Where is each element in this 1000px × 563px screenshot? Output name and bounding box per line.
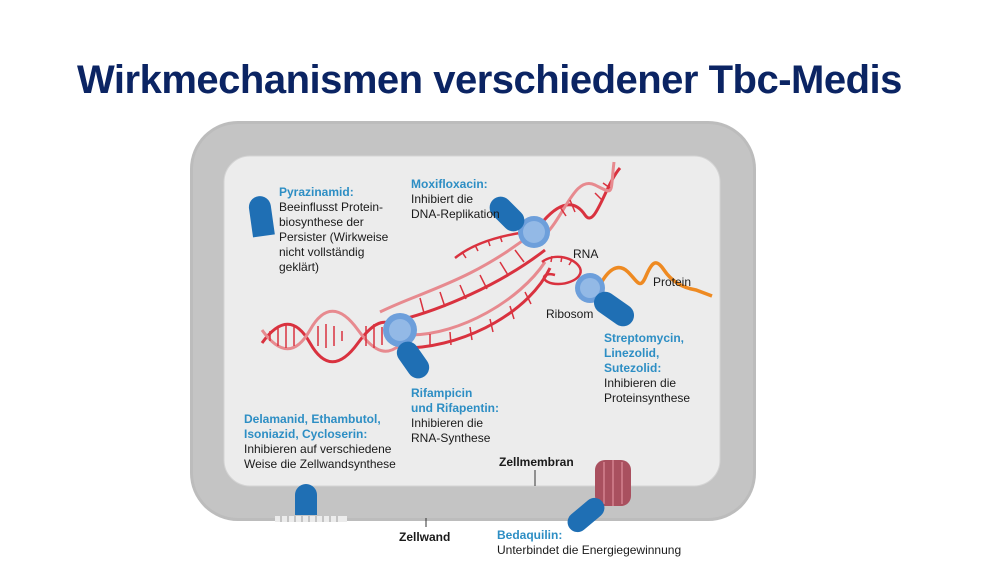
rna-label: RNA bbox=[573, 247, 599, 261]
capsule-icon bbox=[593, 291, 635, 327]
delamanid-label: Delamanid, Ethambutol, Isoniazid, Cyclos… bbox=[244, 412, 396, 472]
label-line: Inhibiert die bbox=[411, 192, 474, 206]
drug-name: Rifampicin bbox=[411, 386, 473, 400]
pyrazinamid-label: Pyrazinamid: Beeinflusst Protein- biosyn… bbox=[279, 185, 388, 275]
drug-name: Bedaquilin: bbox=[497, 528, 563, 542]
rifampicin-label: Rifampicin und Rifapentin: Inhibieren di… bbox=[411, 386, 499, 446]
label-line: Unterbindet die Energiegewinnung bbox=[497, 543, 682, 557]
label-line: Beeinflusst Protein- bbox=[279, 200, 384, 214]
label-line: Proteinsynthese bbox=[604, 391, 691, 405]
atp-synthase-icon bbox=[595, 460, 631, 506]
label-line: Persister (Wirkweise bbox=[279, 230, 389, 244]
label-line: Inhibieren die bbox=[604, 376, 677, 390]
label-line: Inhibieren auf verschiedene bbox=[244, 442, 392, 456]
ribosome-icon bbox=[518, 216, 550, 248]
moxifloxacin-label: Moxifloxacin: Inhibiert die DNA-Replikat… bbox=[411, 177, 500, 222]
drug-name: Pyrazinamid: bbox=[279, 185, 354, 199]
dna-strand-upper bbox=[379, 233, 531, 314]
bedaquilin-label: Bedaquilin: Unterbindet die Energiegewin… bbox=[497, 528, 681, 558]
drug-name: und Rifapentin: bbox=[411, 401, 499, 415]
label-line: DNA-Replikation bbox=[411, 207, 500, 221]
drug-name: Moxifloxacin: bbox=[411, 177, 488, 191]
capsule-icon bbox=[396, 341, 430, 379]
label-line: nicht vollständig bbox=[279, 245, 365, 259]
label-line: biosynthese der bbox=[279, 215, 364, 229]
mrna-strand bbox=[541, 255, 582, 286]
protein-chain bbox=[598, 261, 713, 298]
capsule-icon bbox=[295, 484, 317, 515]
label-line: Inhibieren die bbox=[411, 416, 484, 430]
streptomycin-label: Streptomycin, Linezolid, Sutezolid: Inhi… bbox=[604, 331, 690, 406]
drug-name: Delamanid, Ethambutol, bbox=[244, 412, 381, 426]
drug-name: Isoniazid, Cycloserin: bbox=[244, 427, 368, 441]
capsule-icon bbox=[567, 497, 605, 533]
dna-strand-lower bbox=[399, 248, 546, 322]
drug-name: Linezolid, bbox=[604, 346, 660, 360]
drug-name: Streptomycin, bbox=[604, 331, 685, 345]
ribosom-label: Ribosom bbox=[546, 307, 594, 321]
dna-helix-icon bbox=[260, 309, 402, 364]
label-line: geklärt) bbox=[279, 260, 320, 274]
drug-name: Sutezolid: bbox=[604, 361, 662, 375]
page-title: Wirkmechanismen verschiedener Tbc-Medis bbox=[77, 58, 902, 102]
protein-label: Protein bbox=[653, 275, 692, 289]
capsule-icon bbox=[248, 196, 275, 238]
label-line: RNA-Synthese bbox=[411, 431, 491, 445]
rna-polymerase-icon bbox=[383, 313, 417, 347]
zellmembran-label: Zellmembran bbox=[499, 455, 574, 469]
capsule-icon bbox=[489, 196, 525, 232]
label-line: Weise die Zellwandsynthese bbox=[244, 457, 396, 471]
zellwand-label: Zellwand bbox=[399, 530, 451, 544]
dna-helix-upper-icon bbox=[538, 161, 622, 237]
